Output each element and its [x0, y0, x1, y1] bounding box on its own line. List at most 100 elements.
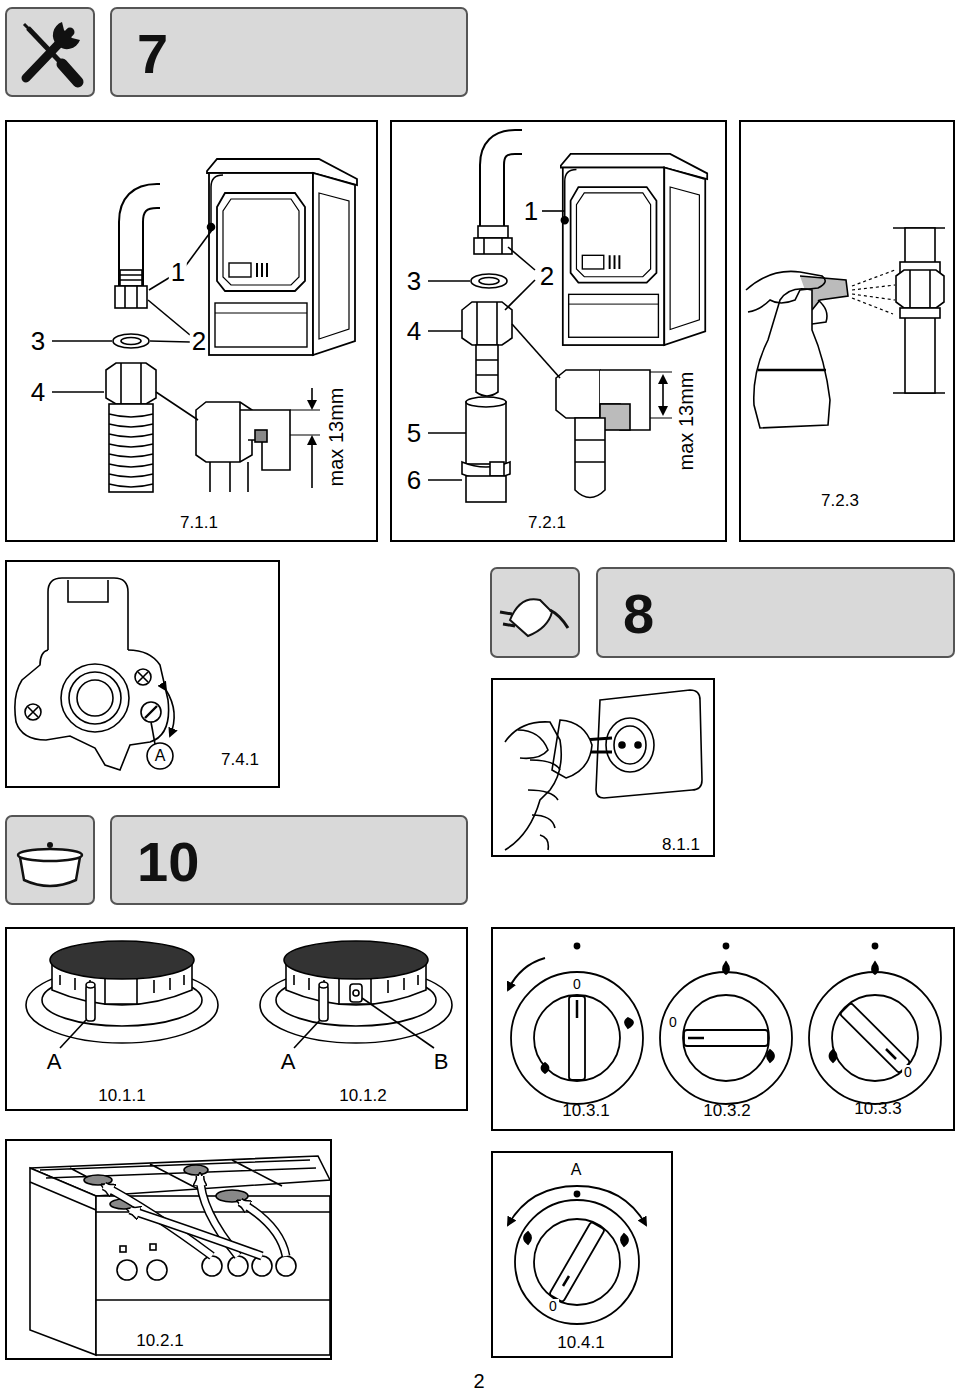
connection-figure-part — [207, 159, 357, 355]
hob-figure-part — [252, 1256, 272, 1276]
figure-caption: 10.4.1 — [557, 1334, 604, 1351]
figure-panel: 10.4.1 — [491, 1151, 673, 1358]
hose-connection-figure-part — [556, 370, 600, 418]
hose-connection-figure-part — [466, 402, 506, 464]
pot-icon-part — [6, 816, 94, 904]
knob-figure-part — [511, 972, 643, 1104]
knob-figure-part — [575, 944, 580, 949]
callout-label: 0 — [902, 1065, 914, 1079]
leak-test-figure-part — [893, 228, 945, 393]
figure-panel: 7.4.1 — [5, 560, 280, 788]
hob-figure-part — [147, 1260, 167, 1280]
knob-figure-part — [872, 962, 878, 974]
connection-figure-part — [156, 392, 198, 420]
knob-figure-part — [683, 995, 769, 1081]
hose-connection-figure-part — [600, 370, 650, 430]
oven-knob-figure-part — [563, 1276, 569, 1286]
figure-panel: 7.2.3 — [739, 120, 955, 542]
callout-label: 4 — [29, 379, 47, 405]
hose-connection-figure-part — [512, 324, 560, 378]
hob-figure-part — [120, 1246, 126, 1252]
hose-connection-figure-part — [490, 462, 504, 476]
figure-caption: 8.1.1 — [662, 836, 700, 853]
connection-figure-part — [311, 388, 313, 408]
pot-icon — [6, 816, 94, 904]
tools-icon-part — [62, 64, 78, 82]
connection-figure-part — [109, 404, 153, 492]
oven-knob-figure-part — [621, 1234, 628, 1246]
burner-figure-part — [319, 982, 328, 988]
knob-figure-part — [660, 972, 792, 1104]
connection-figure-part — [148, 300, 190, 335]
callout-label: 5 — [405, 420, 423, 446]
hob-figure-part — [40, 1160, 316, 1194]
callout-label: 2 — [190, 328, 208, 354]
leak-test-figure-part — [852, 270, 895, 314]
dimension-label: max 13mm — [676, 370, 696, 473]
valve-figure-part — [141, 702, 161, 722]
section-number: 7 — [137, 26, 168, 82]
connection-figure-part — [121, 363, 141, 404]
knob-figure-part — [625, 1018, 633, 1028]
hose-connection-figure-part — [542, 210, 565, 212]
connection-figure-part — [239, 402, 241, 462]
knob-figure-part — [723, 962, 729, 974]
callout-label: 2 — [538, 263, 556, 289]
knob-figure-part — [684, 1030, 768, 1046]
knob-figure-part — [534, 995, 620, 1081]
callout-label: A — [279, 1051, 298, 1073]
section-number: 8 — [623, 586, 654, 642]
hose-connection-figure-part — [428, 280, 470, 282]
knob-figure-part — [724, 944, 729, 949]
hose-connection-figure-part — [466, 476, 506, 502]
plug-figure — [505, 690, 702, 850]
hob-figure-part — [202, 1256, 222, 1276]
knob-figure-part — [767, 1050, 774, 1062]
valve-figure-part — [147, 743, 173, 769]
hose-connection-figure-part — [492, 142, 522, 228]
leak-test-figure-part — [910, 270, 930, 308]
callout-label: 0 — [547, 1299, 559, 1313]
burner-figure — [26, 941, 452, 1048]
figure-panel: 10.1.110.1.2 — [5, 927, 468, 1111]
connection-figure-part — [184, 230, 212, 268]
callout-label: 1 — [169, 259, 187, 285]
tools-icon-part — [6, 8, 94, 96]
section-header: 8 — [596, 567, 955, 658]
callout-label: B — [432, 1051, 451, 1073]
connection-figure-part — [106, 363, 156, 404]
valve-figure — [15, 578, 174, 770]
callout-label: 1 — [522, 198, 540, 224]
hob-figure-part — [117, 1260, 137, 1280]
valve-figure-part — [166, 690, 174, 736]
plug-figure-part — [614, 726, 646, 764]
hose-connection-figure-part — [561, 154, 707, 345]
pot-icon-part — [47, 842, 53, 848]
hose-connection-figure-part — [575, 418, 605, 498]
plug-figure-part — [619, 742, 625, 748]
figure-caption: 10.3.3 — [854, 1100, 901, 1117]
hose-connection-figure-part — [428, 479, 462, 481]
oven-knob-figure-part — [549, 1222, 605, 1303]
leak-test-figure-part — [754, 289, 830, 428]
plug-figure-part — [528, 760, 560, 850]
tools-icon-part — [53, 22, 80, 49]
valve-figure-part — [138, 672, 148, 682]
leak-test-figure-part — [900, 308, 940, 318]
hose-connection-figure-part — [478, 226, 508, 238]
knob-figure-part — [809, 972, 941, 1104]
connection-figure-part — [150, 341, 190, 342]
hose-connection-figure-part — [479, 278, 499, 285]
hose-connection-figure-part — [492, 142, 522, 228]
burner-figure-part — [350, 984, 362, 1002]
page-number: 2 — [471, 1371, 486, 1391]
figure-caption: 7.1.1 — [180, 514, 218, 531]
valve-figure-part — [151, 722, 155, 744]
figure-panel: 8.1.1 — [491, 678, 715, 857]
plug-figure-part — [606, 718, 654, 772]
burner-figure-part — [60, 1020, 86, 1048]
figure-panel: 10.3.110.3.210.3.3 — [491, 927, 955, 1131]
connection-figure-part — [109, 414, 153, 487]
knob-figure-part — [840, 1003, 911, 1074]
